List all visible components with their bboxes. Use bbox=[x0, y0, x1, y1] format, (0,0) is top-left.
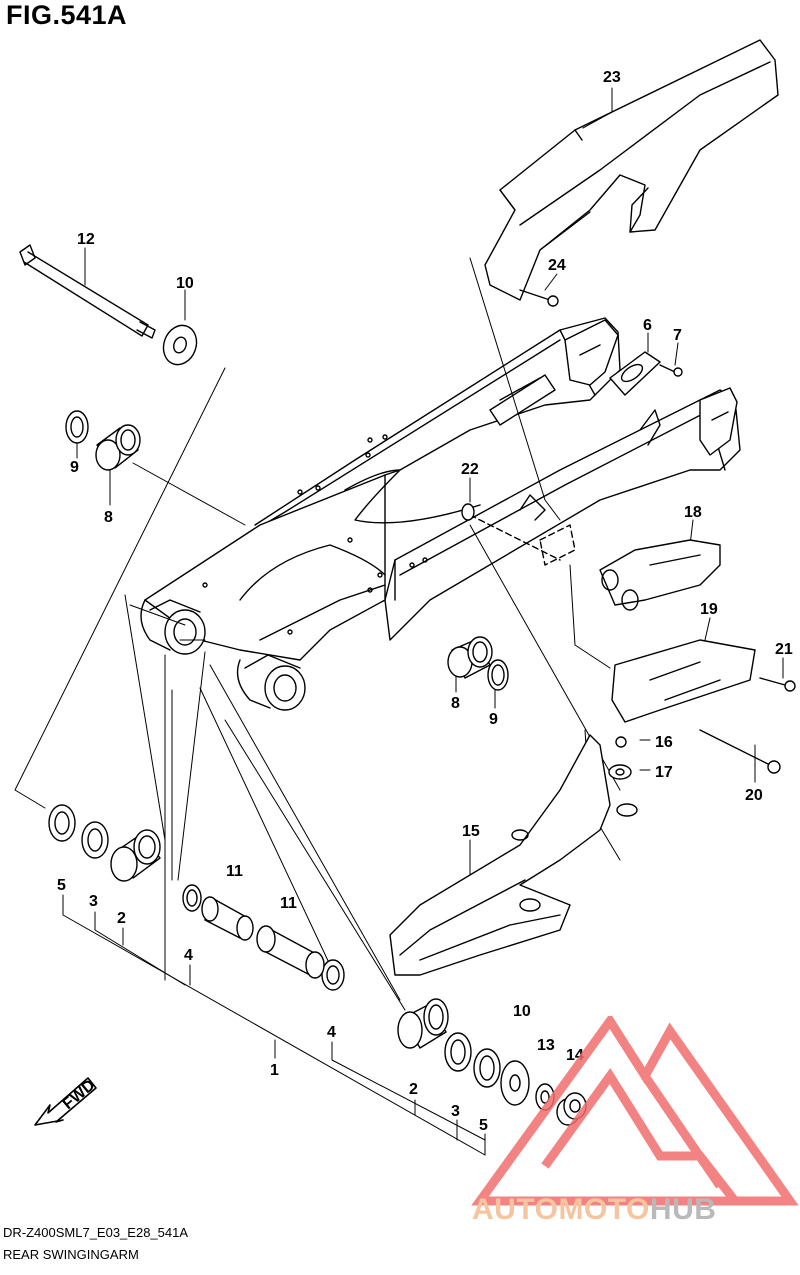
callout-9: 9 bbox=[70, 459, 79, 476]
needle-bearing-part-4 bbox=[397, 998, 449, 1049]
callout-labels: 23 12 10 24 6 7 9 8 22 18 19 21 8 9 16 1… bbox=[57, 69, 793, 1134]
callout-7: 7 bbox=[673, 327, 682, 344]
chain-slider-part bbox=[389, 734, 638, 976]
fwd-label: FWD bbox=[60, 1077, 99, 1113]
needle-bearing-part-3 bbox=[110, 829, 161, 882]
callout-23: 23 bbox=[603, 69, 621, 86]
callout-2b: 2 bbox=[409, 1081, 418, 1098]
spacer-part-2 bbox=[256, 925, 325, 979]
callout-11b: 11 bbox=[280, 895, 297, 912]
callout-11: 11 bbox=[226, 863, 243, 880]
callout-8b: 8 bbox=[451, 695, 460, 712]
watermark-logo-icon bbox=[471, 1016, 799, 1206]
watermark-text: AUTOMOTOHUB bbox=[472, 1193, 716, 1227]
washer-part bbox=[162, 324, 198, 366]
needle-bearing-part-2 bbox=[447, 636, 493, 679]
callout-18: 18 bbox=[684, 504, 702, 521]
leader-lines bbox=[14, 87, 784, 1156]
callout-4b: 4 bbox=[327, 1024, 336, 1041]
callout-17: 17 bbox=[655, 764, 673, 781]
reference-dashes bbox=[469, 514, 576, 566]
figure-title: FIG.541A bbox=[6, 0, 128, 30]
needle-bearing-part bbox=[95, 424, 141, 471]
callout-10: 10 bbox=[176, 275, 194, 292]
chain-case-part bbox=[484, 39, 779, 301]
fwd-arrow-icon bbox=[34, 1077, 97, 1126]
callout-3b: 3 bbox=[451, 1103, 460, 1120]
pivot-bolt-part bbox=[19, 244, 156, 339]
seal-part bbox=[65, 410, 89, 444]
callout-13: 13 bbox=[537, 1037, 555, 1054]
callout-2: 2 bbox=[117, 910, 126, 927]
watermark-part1: AUTOMOTO bbox=[472, 1193, 650, 1226]
collar-part bbox=[461, 503, 475, 521]
callout-20: 20 bbox=[745, 787, 763, 804]
callout-9b: 9 bbox=[489, 711, 498, 728]
diagram-code: DR-Z400SML7_E03_E28_541A bbox=[3, 1225, 189, 1240]
callout-3: 3 bbox=[89, 893, 98, 910]
bolt-part bbox=[519, 289, 551, 301]
callout-15: 15 bbox=[462, 823, 480, 840]
chain-guide-plate-part bbox=[611, 639, 756, 723]
callout-4: 4 bbox=[184, 947, 193, 964]
callout-16: 16 bbox=[655, 734, 673, 751]
seal-part-2 bbox=[48, 804, 76, 842]
diagram-name: REAR SWINGINGARM bbox=[3, 1247, 139, 1262]
chain-guide-part bbox=[599, 539, 721, 611]
callout-6: 6 bbox=[643, 317, 652, 334]
callout-8: 8 bbox=[104, 509, 113, 526]
callout-22: 22 bbox=[461, 461, 479, 478]
callout-10b: 10 bbox=[513, 1003, 531, 1020]
callout-1: 1 bbox=[270, 1062, 279, 1079]
watermark-part2: HUB bbox=[649, 1193, 717, 1226]
swingarm-part bbox=[140, 317, 741, 711]
callout-21: 21 bbox=[775, 641, 793, 658]
callout-24: 24 bbox=[548, 257, 566, 274]
spacer-part bbox=[201, 896, 254, 941]
callout-12: 12 bbox=[77, 231, 95, 248]
callout-5b: 5 bbox=[479, 1117, 488, 1134]
callout-19: 19 bbox=[700, 601, 718, 618]
callout-5: 5 bbox=[57, 877, 66, 894]
